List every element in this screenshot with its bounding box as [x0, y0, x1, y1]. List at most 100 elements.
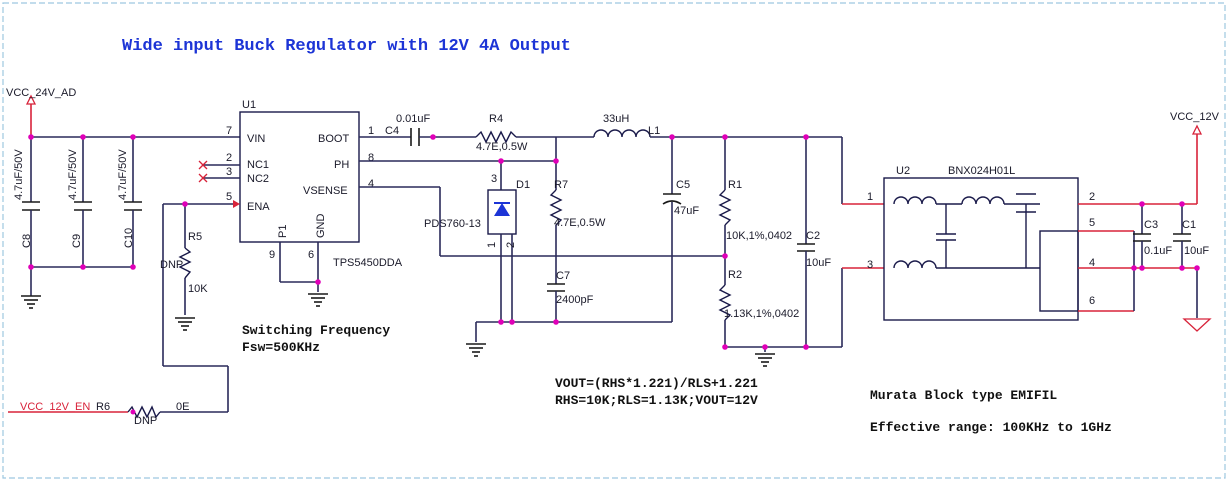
svg-text:C4: C4	[385, 125, 399, 137]
capacitor-c1: C1 10uF	[1173, 219, 1209, 257]
svg-text:1: 1	[368, 125, 374, 137]
u1-ref: U1	[242, 99, 256, 111]
svg-text:4.7uF/50V: 4.7uF/50V	[13, 149, 25, 200]
svg-text:C2: C2	[806, 230, 820, 242]
capacitor-c10: 4.7uF/50V C10	[117, 149, 142, 248]
resistor-r5: R5 DNP 10K	[160, 231, 208, 295]
vcc-in-port: VCC_24V_AD	[6, 87, 76, 112]
inductor-l1: 33uH L1	[593, 113, 660, 138]
ena-arrow-icon	[233, 200, 240, 208]
ground-symbol-r2	[755, 353, 775, 367]
svg-text:L1: L1	[648, 125, 660, 137]
svg-text:U2: U2	[896, 165, 910, 177]
svg-text:4.7uF/50V: 4.7uF/50V	[117, 149, 129, 200]
svg-text:1.13K,1%,0402: 1.13K,1%,0402	[724, 308, 799, 320]
svg-text:9: 9	[269, 249, 275, 261]
resistor-r4: R4 4.7E,0.5W	[475, 113, 528, 153]
svg-text:4: 4	[1089, 257, 1095, 269]
capacitor-c2: C2 10uF	[797, 230, 831, 269]
svg-text:5: 5	[1089, 217, 1095, 229]
svg-text:3: 3	[491, 173, 497, 185]
svg-text:BOOT: BOOT	[318, 133, 349, 145]
svg-text:NC1: NC1	[247, 159, 269, 171]
svg-text:10K,1%,0402: 10K,1%,0402	[726, 230, 792, 242]
junction-dots	[28, 134, 1200, 415]
svg-text:7: 7	[226, 125, 232, 137]
svg-text:NC2: NC2	[247, 173, 269, 185]
emifil-title: Murata Block type EMIFIL	[870, 388, 1057, 403]
svg-text:R1: R1	[728, 179, 742, 191]
svg-text:2: 2	[226, 152, 232, 164]
svg-text:10uF: 10uF	[1184, 245, 1209, 257]
svg-text:R5: R5	[188, 231, 202, 243]
svg-text:PH: PH	[334, 159, 349, 171]
svg-text:4.7uF/50V: 4.7uF/50V	[67, 149, 79, 200]
ground-symbol-u1	[308, 293, 328, 307]
svg-text:5: 5	[226, 191, 232, 203]
vout-values: RHS=10K;RLS=1.13K;VOUT=12V	[555, 393, 758, 408]
svg-text:0.1uF: 0.1uF	[1144, 245, 1172, 257]
schematic-title: Wide input Buck Regulator with 12V 4A Ou…	[122, 37, 571, 56]
svg-text:10K: 10K	[188, 283, 208, 295]
filter-u2: U2 BNX024H01L 1 3 2 5 4 6	[867, 165, 1095, 321]
ground-symbol-input	[21, 292, 41, 309]
svg-text:R2: R2	[728, 269, 742, 281]
svg-text:8: 8	[368, 152, 374, 164]
svg-text:2: 2	[505, 242, 517, 248]
vout-equation: VOUT=(RHS*1.221)/RLS+1.221	[555, 376, 758, 391]
svg-text:C10: C10	[123, 228, 135, 248]
vcc-out-label: VCC_12V	[1170, 111, 1220, 123]
resistor-r7: R7 4.7E,0.5W	[549, 179, 606, 229]
svg-text:2: 2	[1089, 191, 1095, 203]
u1-part: TPS5450DDA	[333, 257, 403, 269]
svg-text:C3: C3	[1144, 219, 1158, 231]
svg-text:C8: C8	[21, 234, 33, 248]
svg-text:4.7E,0.5W: 4.7E,0.5W	[476, 141, 528, 153]
no-connect-nc2	[198, 173, 208, 183]
capacitor-c4: 0.01uF C4	[385, 113, 431, 146]
svg-text:3: 3	[867, 259, 873, 271]
capacitor-c7: C7 2400pF	[547, 270, 594, 306]
enable-net-label: VCC_12V_EN	[20, 401, 90, 413]
svg-text:0E: 0E	[176, 401, 189, 413]
fsw-title: Switching Frequency	[242, 323, 390, 338]
svg-text:4.7E,0.5W: 4.7E,0.5W	[554, 217, 606, 229]
resistor-r1: R1 10K,1%,0402	[718, 179, 792, 242]
svg-text:1: 1	[867, 191, 873, 203]
svg-text:0.01uF: 0.01uF	[396, 113, 431, 125]
svg-text:R4: R4	[489, 113, 503, 125]
svg-text:ENA: ENA	[247, 201, 270, 213]
svg-text:4: 4	[368, 178, 374, 190]
svg-text:VSENSE: VSENSE	[303, 185, 348, 197]
svg-text:D1: D1	[516, 179, 530, 191]
svg-text:2400pF: 2400pF	[556, 294, 594, 306]
ic-u1: U1 TPS5450DDA VIN NC1 NC2 ENA BOOT PH VS…	[226, 99, 403, 269]
no-connect-nc1	[198, 160, 208, 170]
svg-text:PDS760-13: PDS760-13	[424, 218, 481, 230]
svg-text:C7: C7	[556, 270, 570, 282]
svg-text:C5: C5	[676, 179, 690, 191]
ground-symbol-r5	[175, 317, 195, 331]
capacitor-c5: C5 47uF	[662, 179, 699, 217]
svg-text:P1: P1	[277, 225, 289, 238]
svg-text:VIN: VIN	[247, 133, 265, 145]
emifil-range: Effective range: 100KHz to 1GHz	[870, 420, 1112, 435]
fsw-value: Fsw=500KHz	[242, 340, 320, 355]
vcc-out-port: VCC_12V	[1170, 111, 1220, 204]
svg-text:DNP: DNP	[134, 415, 157, 427]
svg-text:6: 6	[1089, 295, 1095, 307]
capacitor-c3: C3 0.1uF	[1133, 219, 1172, 257]
svg-text:33uH: 33uH	[603, 113, 629, 125]
svg-text:C9: C9	[71, 234, 83, 248]
svg-text:BNX024H01L: BNX024H01L	[948, 165, 1015, 177]
capacitor-c9: 4.7uF/50V C9	[67, 149, 92, 248]
svg-text:3: 3	[226, 166, 232, 178]
resistor-r2: R2 1.13K,1%,0402	[718, 269, 799, 321]
vcc-in-label: VCC_24V_AD	[6, 87, 76, 99]
svg-text:GND: GND	[315, 214, 327, 239]
diode-d1: D1 PDS760-13 3 1 2	[424, 173, 530, 322]
svg-text:R7: R7	[554, 179, 568, 191]
